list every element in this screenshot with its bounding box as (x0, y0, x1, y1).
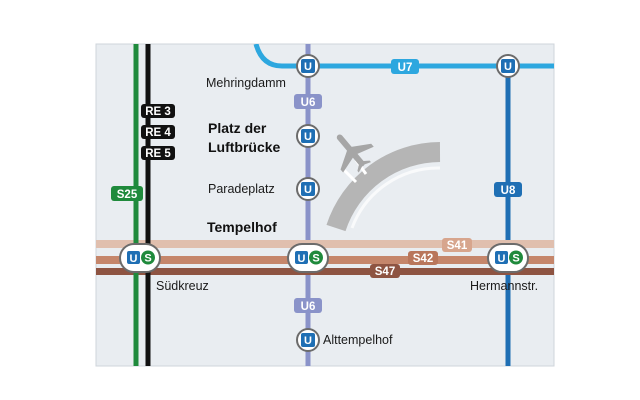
ubahn-symbol-icon (127, 251, 140, 264)
station-suedkreuz[interactable]: U S (119, 243, 161, 273)
badge-re3: RE 3 (141, 104, 175, 118)
plane-icon (336, 134, 374, 173)
ring-line-dark (96, 268, 554, 275)
map-background (95, 43, 555, 367)
u7-line (253, 44, 554, 69)
svg-text:U: U (304, 335, 312, 347)
label-platz-der-luftbruecke-1: Platz der (208, 120, 267, 136)
station-mehringdamm[interactable]: U (296, 54, 320, 78)
ring-line-light (96, 240, 554, 248)
ubahn-symbol-icon (501, 59, 515, 73)
svg-text:S47: S47 (375, 266, 395, 278)
svg-text:U7: U7 (398, 62, 413, 74)
svg-text:U6: U6 (301, 301, 316, 313)
svg-text:U: U (504, 61, 512, 73)
sbahn-symbol-icon (509, 250, 523, 265)
badge-u8: U8 (494, 182, 522, 197)
badge-s25: S25 (111, 186, 143, 201)
svg-text:U8: U8 (501, 185, 516, 197)
svg-text:S: S (512, 253, 519, 265)
svg-text:U: U (498, 253, 506, 265)
badge-s47: S47 (370, 264, 400, 278)
label-hermannstr: Hermannstr. (470, 279, 538, 293)
station-alttempelhof[interactable]: U (296, 328, 320, 352)
svg-text:S: S (312, 253, 319, 265)
label-platz-der-luftbruecke-2: Luftbrücke (208, 139, 281, 155)
svg-text:RE 5: RE 5 (145, 148, 171, 160)
svg-text:S25: S25 (117, 189, 138, 201)
station-platz-der-luftbruecke[interactable]: U (296, 124, 320, 148)
svg-text:S: S (144, 253, 151, 265)
svg-text:U: U (304, 184, 312, 196)
badge-s42: S42 (408, 251, 438, 265)
svg-text:S41: S41 (447, 240, 468, 252)
sbahn-symbol-icon (309, 250, 323, 265)
ubahn-symbol-icon (301, 333, 315, 347)
svg-text:U: U (304, 131, 312, 143)
svg-text:U: U (130, 253, 138, 265)
sbahn-symbol-icon (141, 250, 155, 265)
svg-text:S42: S42 (413, 253, 433, 265)
svg-text:U6: U6 (301, 97, 316, 109)
label-paradeplatz: Paradeplatz (208, 182, 275, 196)
badge-s41: S41 (442, 238, 472, 252)
station-hermannstr[interactable]: U S (487, 243, 529, 273)
badge-re4: RE 4 (141, 125, 175, 139)
label-suedkreuz: Südkreuz (156, 279, 209, 293)
label-mehringdamm: Mehringdamm (206, 76, 286, 90)
station-tempelhof[interactable]: U S (287, 243, 329, 273)
svg-text:RE 3: RE 3 (145, 106, 171, 118)
station-u7-u8[interactable]: U (496, 54, 520, 78)
label-alttempelhof: Alttempelhof (323, 333, 393, 347)
badge-re5: RE 5 (141, 146, 175, 160)
ubahn-symbol-icon (301, 182, 315, 196)
svg-text:RE 4: RE 4 (145, 127, 171, 139)
badge-u6-lower: U6 (294, 298, 322, 313)
svg-text:U: U (304, 61, 312, 73)
label-tempelhof: Tempelhof (207, 219, 277, 235)
ubahn-symbol-icon (301, 59, 315, 73)
svg-text:U: U (298, 253, 306, 265)
badge-u6-upper: U6 (294, 94, 322, 109)
ubahn-symbol-icon (295, 251, 308, 264)
badge-u7: U7 (391, 59, 419, 74)
ubahn-symbol-icon (495, 251, 508, 264)
station-paradeplatz[interactable]: U (296, 177, 320, 201)
ubahn-symbol-icon (301, 129, 315, 143)
